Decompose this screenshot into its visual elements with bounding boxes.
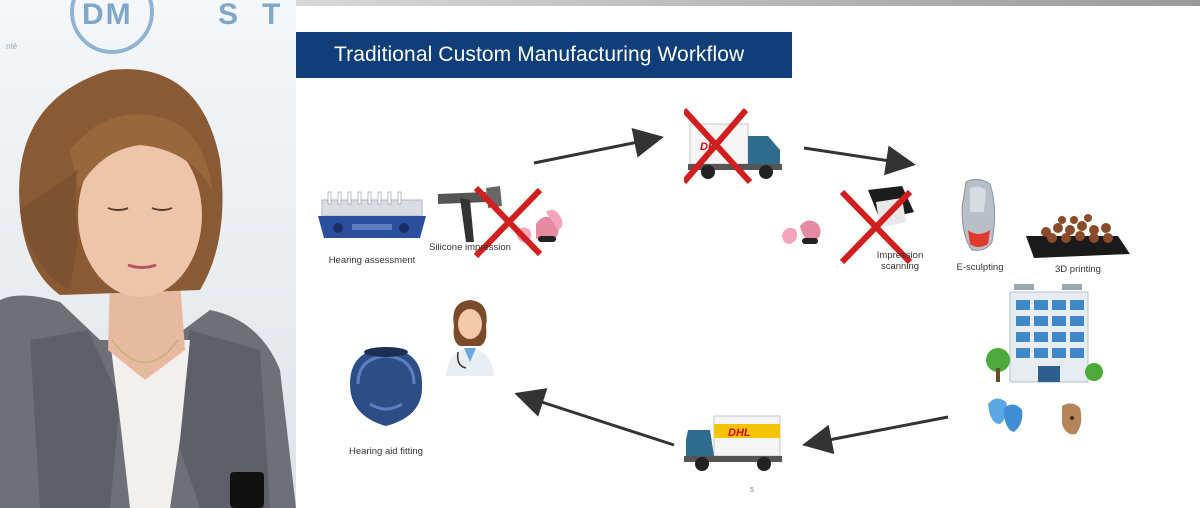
dhl-truck-bottom-icon: DHL <box>684 415 782 471</box>
hearing-aid-fitting-label: Hearing aid fitting <box>349 446 423 457</box>
hearing-aid-device-icon <box>350 347 423 426</box>
audiometer-icon <box>318 191 426 238</box>
speaker-video: DM S T nté <box>0 0 296 508</box>
backdrop-logo: DM S T nté <box>0 0 296 80</box>
3d-printing-label: 3D printing <box>1055 264 1101 275</box>
window-top-strip <box>296 0 1200 6</box>
audiologist-icon <box>446 300 494 376</box>
dhl-truck-top-icon: DHL <box>684 107 782 185</box>
workflow-arrows <box>514 128 949 455</box>
backdrop-logo-text-1: DM <box>82 0 133 31</box>
custom-hearing-aids-icon <box>988 398 1082 435</box>
slide-number: 5 <box>750 487 754 494</box>
arrow-to-shipping-1 <box>533 128 664 165</box>
backdrop-small-text: nté <box>6 42 18 51</box>
impression-gun-icon <box>438 185 563 259</box>
scanner-icon <box>782 186 914 265</box>
backdrop-logo-text-3: T <box>262 0 283 31</box>
backdrop-logo-ring <box>70 0 154 54</box>
manufacturer-building-icon <box>986 284 1103 383</box>
arrow-to-lab <box>803 145 916 176</box>
presentation-slide: Traditional Custom Manufacturing Workflo… <box>296 6 1200 508</box>
backdrop-logo-text-2: S <box>218 0 241 31</box>
arrow-to-shipping-2 <box>802 415 949 455</box>
dhl-logo-bottom: DHL <box>728 427 751 439</box>
slide-title: Traditional Custom Manufacturing Workflo… <box>296 32 792 78</box>
hearing-assessment-label: Hearing assessment <box>328 255 416 266</box>
arrow-to-fitting <box>514 388 675 447</box>
e-sculpting-label: E-sculpting <box>956 262 1004 273</box>
impression-scanning-label: Impression scanning <box>876 250 924 272</box>
e-sculpting-icon <box>961 178 996 251</box>
3d-printing-icon <box>1026 214 1130 258</box>
speaker-person <box>0 69 296 508</box>
silicone-impression-label: Silicone impression <box>429 242 511 253</box>
